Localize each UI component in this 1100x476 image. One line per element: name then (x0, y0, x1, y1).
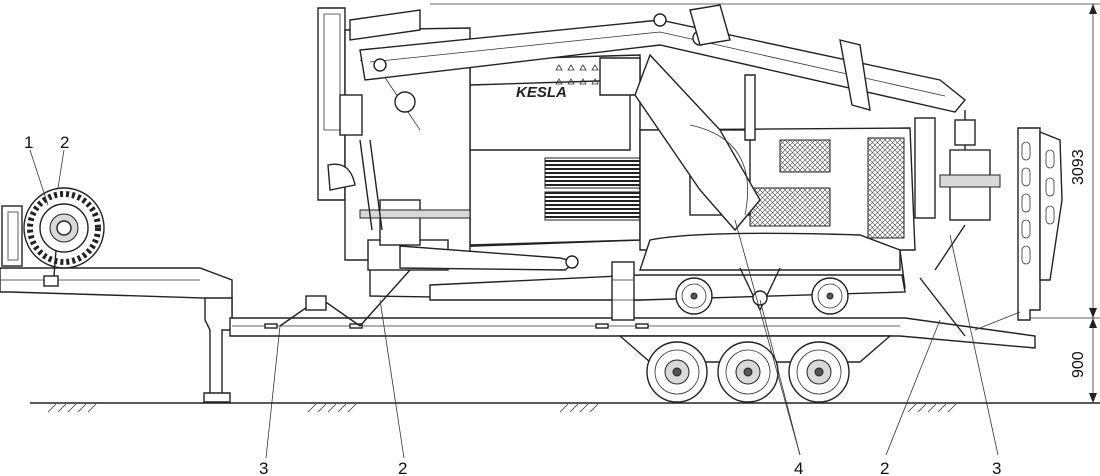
chipper-machine: KESLA (279, 4, 1001, 337)
callout-4-bottom: 4 (794, 459, 803, 476)
callout-2-top: 2 (60, 133, 69, 152)
dimension-lines (430, 3, 1100, 403)
callout-2-bottom-left: 2 (398, 459, 407, 476)
ground-line (30, 402, 1100, 413)
dimension-height-total: 3093 (1070, 149, 1087, 185)
trailer-wheels (646, 341, 850, 403)
callout-3-bottom-right: 3 (992, 459, 1001, 476)
callout-2-bottom-right: 2 (880, 459, 889, 476)
spare-wheel (1, 187, 105, 277)
loading-ramps (974, 127, 1063, 331)
dimension-height-deck: 900 (1070, 351, 1087, 378)
callout-leaders (29, 149, 999, 459)
callout-1-top: 1 (24, 133, 33, 152)
callout-3-bottom-left: 3 (259, 459, 268, 476)
brand-logo: KESLA (516, 84, 567, 101)
